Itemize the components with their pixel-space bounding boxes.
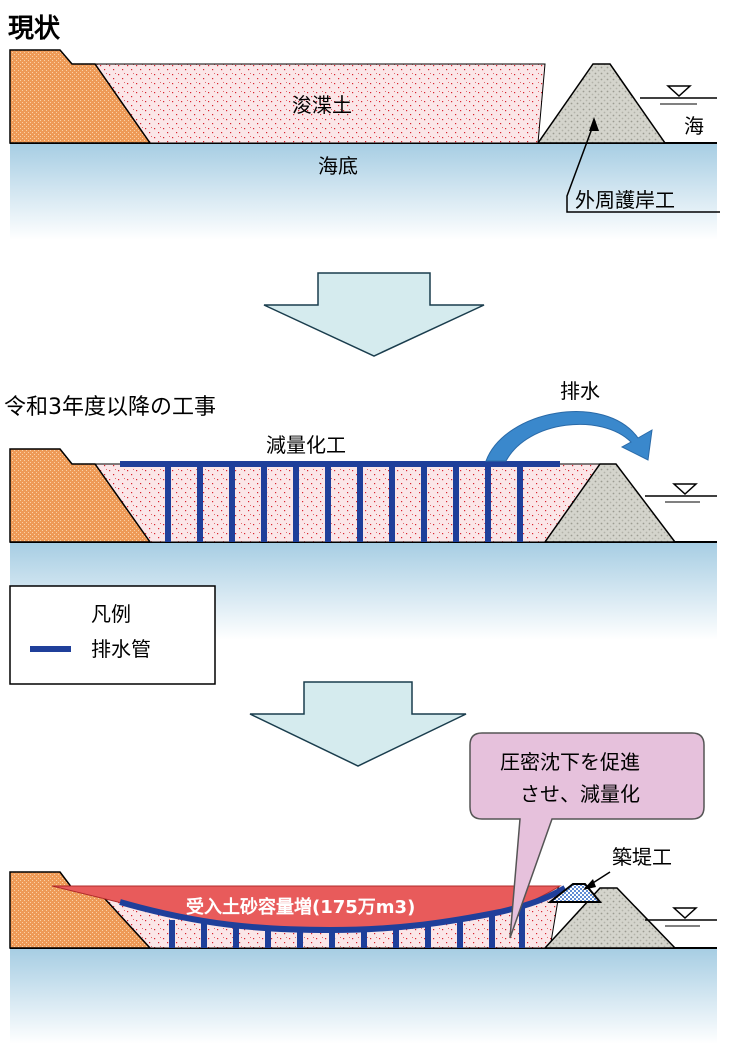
legend-title: 凡例 xyxy=(91,602,131,626)
water-level-symbol xyxy=(640,85,717,105)
embankment-label: 築堤工 xyxy=(612,845,672,869)
seawall-label: 外周護岸工 xyxy=(575,188,675,212)
section2-title: 令和3年度以降の工事 xyxy=(4,395,216,420)
seabed-label: 海底 xyxy=(318,154,358,178)
section1-title: 現状 xyxy=(8,14,61,44)
volume-reduction-label: 減量化工 xyxy=(266,433,346,457)
seawall-mound xyxy=(536,63,667,144)
callout-line-2: させ、減量化 xyxy=(520,782,640,806)
seawall-leader-line xyxy=(566,122,720,213)
seawall-leader-arrow xyxy=(589,117,599,131)
water-level-icon xyxy=(672,907,698,920)
section-current: 現状 浚渫土 海底 海 外周護岸工 xyxy=(8,14,720,240)
seawall-mound-2 xyxy=(543,463,677,543)
existing-embankment-2 xyxy=(9,448,152,543)
seawall-mound-3 xyxy=(543,887,677,949)
drainage-arrow xyxy=(485,411,653,462)
legend-item-label: 排水管 xyxy=(91,637,151,661)
drain-pipe-curved xyxy=(119,885,567,934)
legend-box xyxy=(9,585,216,685)
drainage-label: 排水 xyxy=(560,379,600,403)
drain-pipes xyxy=(120,461,560,542)
existing-embankment xyxy=(9,49,152,144)
down-arrow-2 xyxy=(249,681,467,767)
section-result: 受入土砂容量増(175万m3) 築堤工 圧密沈下を促進 させ、減量化 xyxy=(9,732,717,1044)
embankment-leader-arrow xyxy=(583,879,596,890)
water-level-symbol-2 xyxy=(645,483,717,503)
callout-line-1: 圧密沈下を促進 xyxy=(500,750,640,774)
seawall-slope xyxy=(609,63,633,97)
seabed-layer-3 xyxy=(10,948,717,1044)
water-level-symbol-3 xyxy=(645,907,717,927)
sea-label: 海 xyxy=(684,114,704,138)
legend: 凡例 排水管 xyxy=(9,585,216,685)
down-arrow-1 xyxy=(263,272,485,357)
water-level-icon xyxy=(666,85,692,98)
dredged-soil-label: 浚渫土 xyxy=(292,93,352,117)
callout-bubble xyxy=(469,732,705,939)
seabed-layer xyxy=(10,143,717,240)
capacity-increase-label: 受入土砂容量増(175万m3) xyxy=(186,896,415,918)
water-level-icon xyxy=(672,483,698,496)
